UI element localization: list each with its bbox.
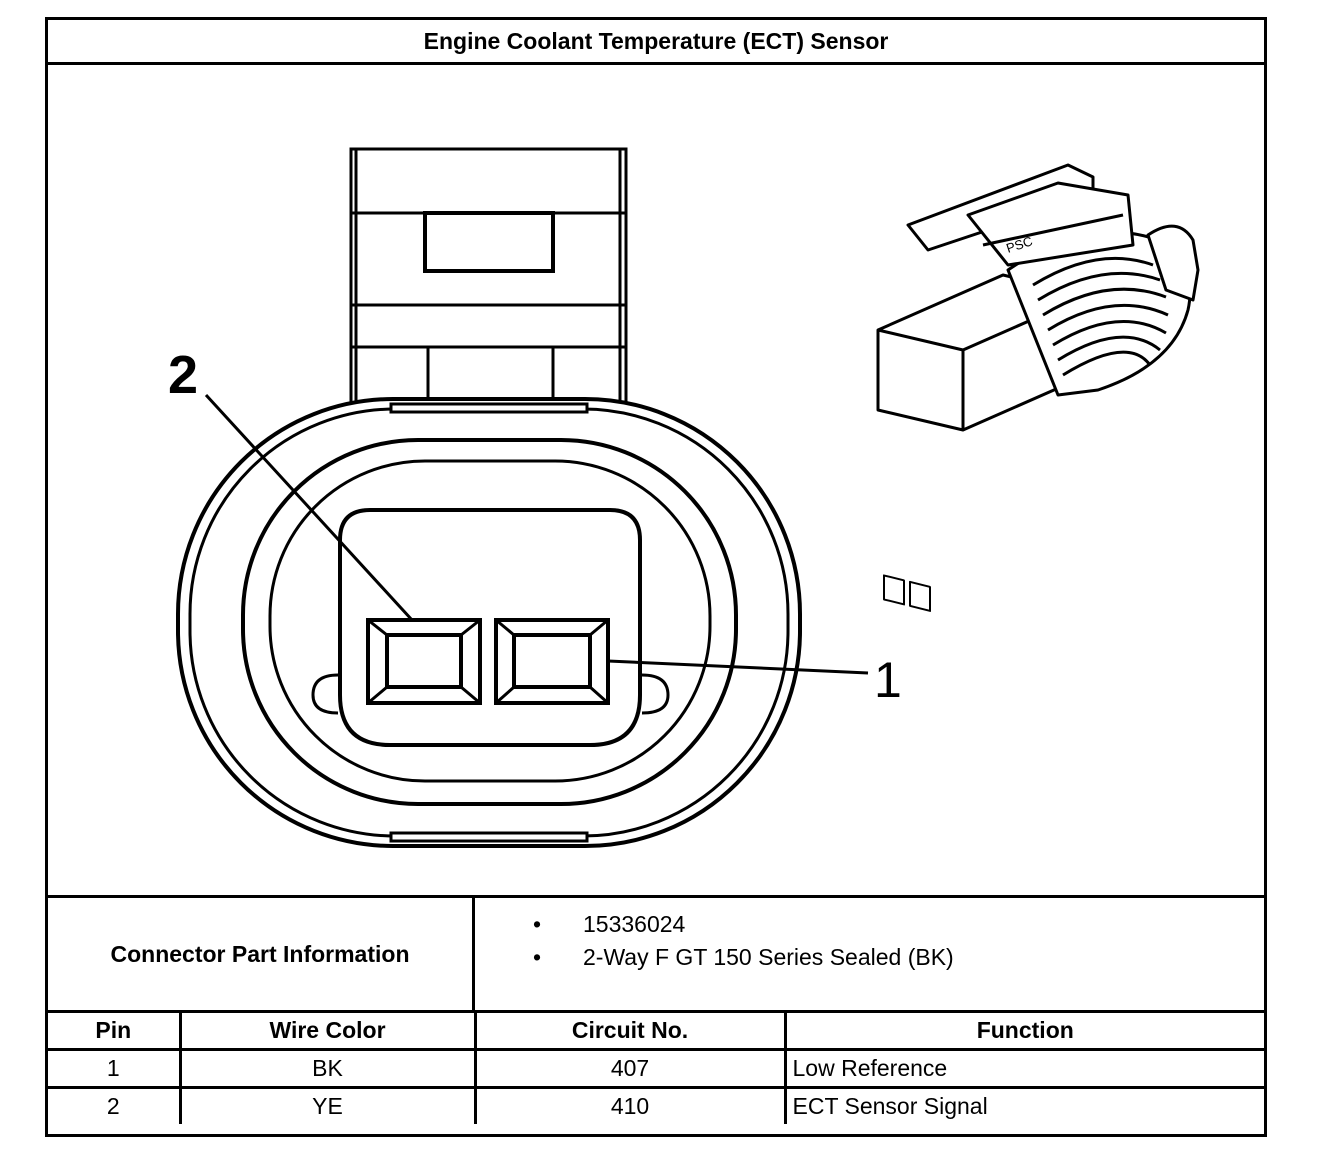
table-row: 1 BK 407 Low Reference (48, 1048, 1264, 1089)
function-cell: Low Reference (783, 1048, 1264, 1089)
bullet-icon: • (533, 944, 542, 970)
wire-color-cell: BK (178, 1048, 477, 1089)
pin-table: Pin Wire Color Circuit No. Function 1 BK… (48, 1013, 1264, 1124)
header-function: Function (783, 1013, 1264, 1051)
connector-diagram: 2 1 PSC (48, 65, 1264, 895)
connector-cap (1146, 224, 1200, 302)
outer-shell (176, 397, 802, 848)
connector-description: 2-Way F GT 150 Series Sealed (BK) (583, 944, 954, 970)
seal-ring (268, 459, 712, 783)
connector-info-label: Connector Part Information (48, 898, 475, 1010)
pin-cell: 1 (48, 1048, 182, 1089)
pin-table-header: Pin Wire Color Circuit No. Function (48, 1013, 1264, 1051)
pin-1-callout: 1 (874, 652, 902, 708)
connector-info-list: • 15336024 • 2-Way F GT 150 Series Seale… (475, 898, 1264, 1010)
pin-cell: 2 (48, 1086, 182, 1124)
header-circuit-no: Circuit No. (473, 1013, 787, 1051)
pin-1-leader (607, 659, 869, 675)
header-pin: Pin (48, 1013, 182, 1051)
connector-info-item: • 2-Way F GT 150 Series Sealed (BK) (533, 941, 1264, 974)
pin-2-cavity (366, 618, 482, 705)
circuit-no-cell: 407 (473, 1048, 787, 1089)
diagram-title: Engine Coolant Temperature (ECT) Sensor (48, 20, 1264, 65)
connector-face-drawing: 2 1 PSC (168, 147, 1200, 848)
connector-info-item: • 15336024 (533, 908, 1264, 941)
pin-2-leader (204, 393, 414, 622)
function-cell: ECT Sensor Signal (783, 1086, 1264, 1124)
iso-pin-2 (883, 574, 905, 606)
circuit-no-cell: 410 (473, 1086, 787, 1124)
latch-window (423, 211, 555, 273)
connector-frame: Engine Coolant Temperature (ECT) Sensor (45, 17, 1267, 1137)
table-row: 2 YE 410 ECT Sensor Signal (48, 1086, 1264, 1124)
iso-pin-1 (909, 580, 931, 612)
connector-isometric: PSC (876, 163, 1200, 612)
wire-color-cell: YE (178, 1086, 477, 1124)
connector-info-row: Connector Part Information • 15336024 • … (48, 895, 1264, 1013)
header-wire-color: Wire Color (178, 1013, 477, 1051)
inner-shell (241, 438, 738, 806)
cavity-recess (338, 508, 642, 747)
pin-2-callout: 2 (168, 345, 198, 405)
part-number: 15336024 (583, 911, 686, 937)
bullet-icon: • (533, 911, 542, 937)
